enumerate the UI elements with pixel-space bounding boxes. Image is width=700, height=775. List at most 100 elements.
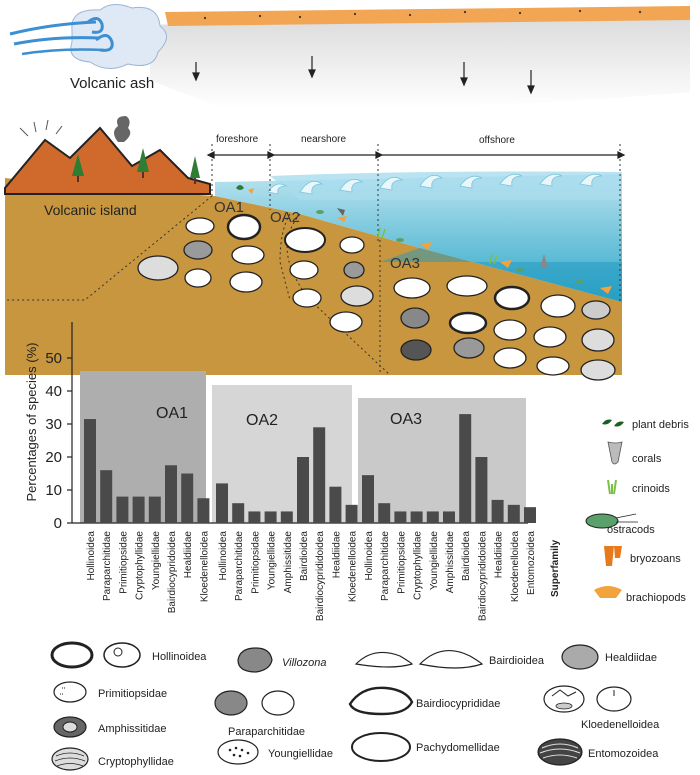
x-tick-label: Bairdiocypridoidea xyxy=(167,531,178,614)
waves xyxy=(267,173,603,195)
villozona-shell-icon xyxy=(237,647,273,673)
assemblage-label-oa3: OA3 xyxy=(390,255,420,272)
bar-oa2-kloedenelloidea xyxy=(345,504,358,523)
volcanic-ash-label: Volcanic ash xyxy=(70,75,154,92)
sea-deep-band xyxy=(380,248,622,302)
hollinoidea-shells-icon xyxy=(50,641,141,669)
bar-oa3-entomozoidea xyxy=(524,507,536,523)
bar-oa2-amphissitidae xyxy=(280,511,293,523)
bar-oa2-healdiidae xyxy=(329,486,342,523)
ostracods-icon xyxy=(585,513,638,529)
x-tick-label: Cryptophyllidae xyxy=(413,531,424,600)
x-tick-label: Kloedenelloidea xyxy=(199,531,210,603)
y-tick-label: 0 xyxy=(54,515,62,532)
x-tick-label: Hollinoidea xyxy=(218,531,229,581)
bairdiocyprididae-shell-icon xyxy=(348,686,414,716)
y-tick-label: 10 xyxy=(45,482,62,499)
legend-youngiellidae: Youngiellidae xyxy=(268,748,333,760)
sea-shallow-band xyxy=(270,171,622,200)
legend-pachydomellidae: Pachydomellidae xyxy=(416,742,500,754)
zone-label-nearshore: nearshore xyxy=(301,134,346,145)
x-tick-label: Youngiellidae xyxy=(429,531,440,591)
x-tick-label: Kloedenelloidea xyxy=(510,531,521,603)
x-tick-label: Entomozoidea xyxy=(526,531,537,595)
legend-kloedenelloidea: Kloedenelloidea xyxy=(581,719,660,731)
youngiellidae-shell-icon xyxy=(217,739,259,765)
bar-oa3-primitiopsidae xyxy=(394,511,407,523)
x-tick-label: Hollinoidea xyxy=(86,531,97,581)
legend-corals: corals xyxy=(632,453,662,465)
legend-plant-debris: plant debris xyxy=(632,419,689,431)
x-tick-label: Youngiellidae xyxy=(267,531,278,591)
entomozoidea-shell-icon xyxy=(537,738,583,766)
panel-label-oa2: OA2 xyxy=(246,412,278,429)
assemblage-label-oa2: OA2 xyxy=(270,209,300,226)
legend-cryptophyllidae: Cryptophyllidae xyxy=(98,756,174,768)
bar-oa3-hollinoidea xyxy=(362,475,374,523)
bar-oa3-amphissitidae xyxy=(443,511,455,523)
x-tick-label: Kloedenelloidea xyxy=(348,531,359,603)
ash-band xyxy=(165,6,690,26)
legend-entomozoidea: Entomozoidea xyxy=(588,748,659,760)
side-legend: plant debris corals crinoids ostracods b… xyxy=(585,419,689,604)
volcanic-island-label: Volcanic island xyxy=(44,202,137,218)
plant-debris-icon xyxy=(602,419,624,427)
bar-oa2-bairdiocyprididoidea xyxy=(313,427,326,523)
y-tick-label: 40 xyxy=(45,383,62,400)
x-tick-label: Paraparchitidae xyxy=(102,531,113,601)
x-tick-label: Primitiopsidae xyxy=(250,531,261,594)
x-tick-label: Healdiidae xyxy=(494,531,505,579)
legend-primitiopsidae: Primitiopsidae xyxy=(98,688,167,700)
legend-hollinoidea: Hollinoidea xyxy=(152,651,207,663)
legend-healdiidae: Healdiidae xyxy=(605,652,657,664)
zone-label-offshore: offshore xyxy=(479,135,515,146)
x-tick-label: Hollinoidea xyxy=(364,531,375,581)
paraparchitidae-shells-icon xyxy=(214,690,295,716)
primitiopsidae-shell-icon xyxy=(53,681,87,703)
bars xyxy=(84,414,536,523)
x-tick-label: Paraparchitidae xyxy=(380,531,391,601)
healdiidae-shell-icon xyxy=(561,644,599,670)
bar-oa1-bairdiocypridoidea xyxy=(165,465,177,523)
bar-oa1-healdiidae xyxy=(181,473,194,523)
bar-oa1-primitiopsidae xyxy=(116,496,129,523)
bar-oa2-bairdioidea xyxy=(297,457,309,523)
legend-amphissitidae: Amphissitidae xyxy=(98,723,166,735)
bar-oa2-paraparchitidae xyxy=(232,503,245,523)
ash-particles xyxy=(203,9,642,20)
bryozoans-icon xyxy=(604,546,622,566)
bar-oa2-primitiopsidae xyxy=(248,511,261,523)
x-tick-label: Healdiidae xyxy=(331,531,342,579)
bairdioidea-shells-icon xyxy=(354,649,484,669)
cross-section: foreshore nearshore offshore Volcanic is… xyxy=(4,116,626,381)
bar-oa3-youngiellidae xyxy=(426,511,439,523)
cryptophyllidae-shell-icon xyxy=(51,747,89,771)
legend-brachiopods: brachiopods xyxy=(626,592,686,604)
assemblage-label-oa1: OA1 xyxy=(214,199,244,216)
bar-oa1-cryptophyllidae xyxy=(132,496,145,523)
panel-label-oa1: OA1 xyxy=(156,405,188,422)
x-axis-title: Superfamily xyxy=(550,539,561,597)
x-tick-labels: Hollinoidea Paraparchitidae Primitiopsidae… xyxy=(86,531,537,622)
legend-bryozoans: bryozoans xyxy=(630,553,681,565)
bar-oa1-kloedenelloidea xyxy=(197,498,210,523)
legend-bairdioidea: Bairdioidea xyxy=(489,655,545,667)
legend-paraparchitidae: Paraparchitidae xyxy=(228,726,305,738)
bar-oa1-hollinoidea xyxy=(84,419,96,523)
legend-villozona: Villozona xyxy=(282,657,326,669)
bar-oa3-kloedenelloidea xyxy=(507,504,520,523)
panel-oa2 xyxy=(212,385,352,523)
bar-oa2-hollinoidea xyxy=(216,483,228,523)
x-tick-label: Bairdiocyprididoidea xyxy=(477,531,488,621)
x-tick-label: Primitiopsidae xyxy=(396,531,407,594)
bar-oa3-cryptophyllidae xyxy=(410,511,423,523)
sea-biota xyxy=(236,185,612,294)
kloedenelloidea-shells-icon xyxy=(543,685,632,713)
trees xyxy=(72,148,200,184)
sediment-ostracods xyxy=(137,213,616,381)
legend-crinoids: crinoids xyxy=(632,483,670,495)
ash-fall-region xyxy=(150,8,690,109)
y-tick-label: 20 xyxy=(45,449,62,466)
